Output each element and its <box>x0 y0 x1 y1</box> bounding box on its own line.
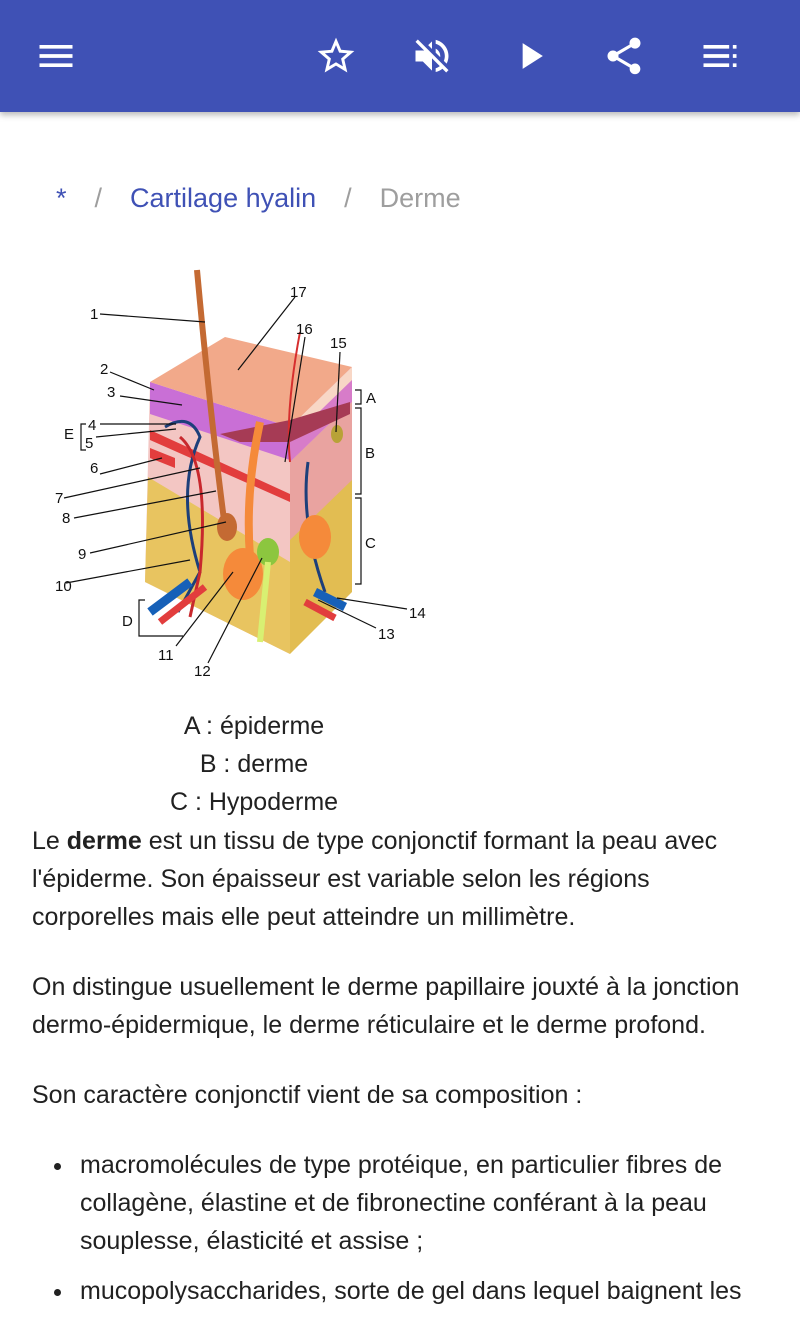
list-item: macromolécules de type protéique, en par… <box>54 1146 777 1260</box>
play-icon <box>522 43 543 69</box>
layer-label: E <box>64 426 74 443</box>
paragraph-text: est un tissu de type conjonctif formant … <box>32 827 718 931</box>
mute-button[interactable] <box>404 28 460 84</box>
breadcrumb-current: Derme <box>379 182 461 213</box>
diagram-label: 10 <box>55 578 72 595</box>
paragraph-text: Le <box>32 827 67 855</box>
diagram-label: 8 <box>62 510 70 527</box>
breadcrumb-parent-link[interactable]: Cartilage hyalin <box>130 182 317 213</box>
diagram-label: 14 <box>409 605 426 622</box>
layer-label: B <box>365 445 375 462</box>
article-body: Le derme est un tissu de type conjonctif… <box>32 822 777 1322</box>
app-bar <box>0 0 800 112</box>
share-icon <box>607 37 641 75</box>
diagram-label: 6 <box>90 460 98 477</box>
diagram-label: 7 <box>55 490 63 507</box>
layer-label: A <box>366 390 376 407</box>
menu-icon <box>39 45 73 67</box>
diagram-label: 3 <box>107 384 115 401</box>
star-outline-icon <box>317 37 355 73</box>
diagram-label: 17 <box>290 284 307 301</box>
diagram-label: 16 <box>296 321 313 338</box>
breadcrumb-separator: / <box>344 182 352 213</box>
menu-button[interactable] <box>28 28 84 84</box>
table-of-contents-button[interactable] <box>692 28 748 84</box>
layer-label: D <box>122 613 133 630</box>
article-paragraph: On distingue usuellement le derme papill… <box>32 973 740 1039</box>
diagram-label: 2 <box>100 361 108 378</box>
diagram-label: 11 <box>158 647 174 664</box>
composition-list: macromolécules de type protéique, en par… <box>32 1146 777 1310</box>
breadcrumb: * / Cartilage hyalin / Derme <box>56 178 461 218</box>
skin-diagram[interactable]: 1 2 3 4 5 6 7 8 9 10 11 12 13 14 15 16 1… <box>50 262 440 682</box>
list-item: mucopolysaccharides, sorte de gel dans l… <box>54 1272 777 1310</box>
diagram-label: 5 <box>85 435 93 452</box>
article-paragraph: Le derme est un tissu de type conjonctif… <box>32 822 777 936</box>
favorite-button[interactable] <box>308 28 364 84</box>
play-button[interactable] <box>502 28 558 84</box>
diagram-label: 9 <box>78 546 86 563</box>
playlist-icon <box>703 45 737 67</box>
breadcrumb-root-link[interactable]: * <box>56 182 67 213</box>
term-derme: derme <box>66 827 142 855</box>
diagram-label: 4 <box>88 417 96 434</box>
breadcrumb-separator: / <box>94 182 103 213</box>
skin-diagram-image: 1 2 3 4 5 6 7 8 9 10 11 12 13 14 15 16 1… <box>55 269 426 680</box>
layer-label: C <box>365 535 376 552</box>
figure-caption-hypoderme: C : Hypoderme <box>169 788 339 816</box>
diagram-label: 1 <box>90 306 98 323</box>
diagram-label: 13 <box>378 626 395 643</box>
diagram-label: 15 <box>330 335 347 352</box>
article-paragraph: Son caractère conjonctif vient de sa com… <box>32 1081 583 1109</box>
volume-off-icon <box>415 39 449 73</box>
figure-caption-derme: B : derme <box>199 750 309 778</box>
share-button[interactable] <box>596 28 652 84</box>
diagram-label: 12 <box>194 663 211 680</box>
figure-caption-epiderme: A : épiderme <box>183 712 325 740</box>
